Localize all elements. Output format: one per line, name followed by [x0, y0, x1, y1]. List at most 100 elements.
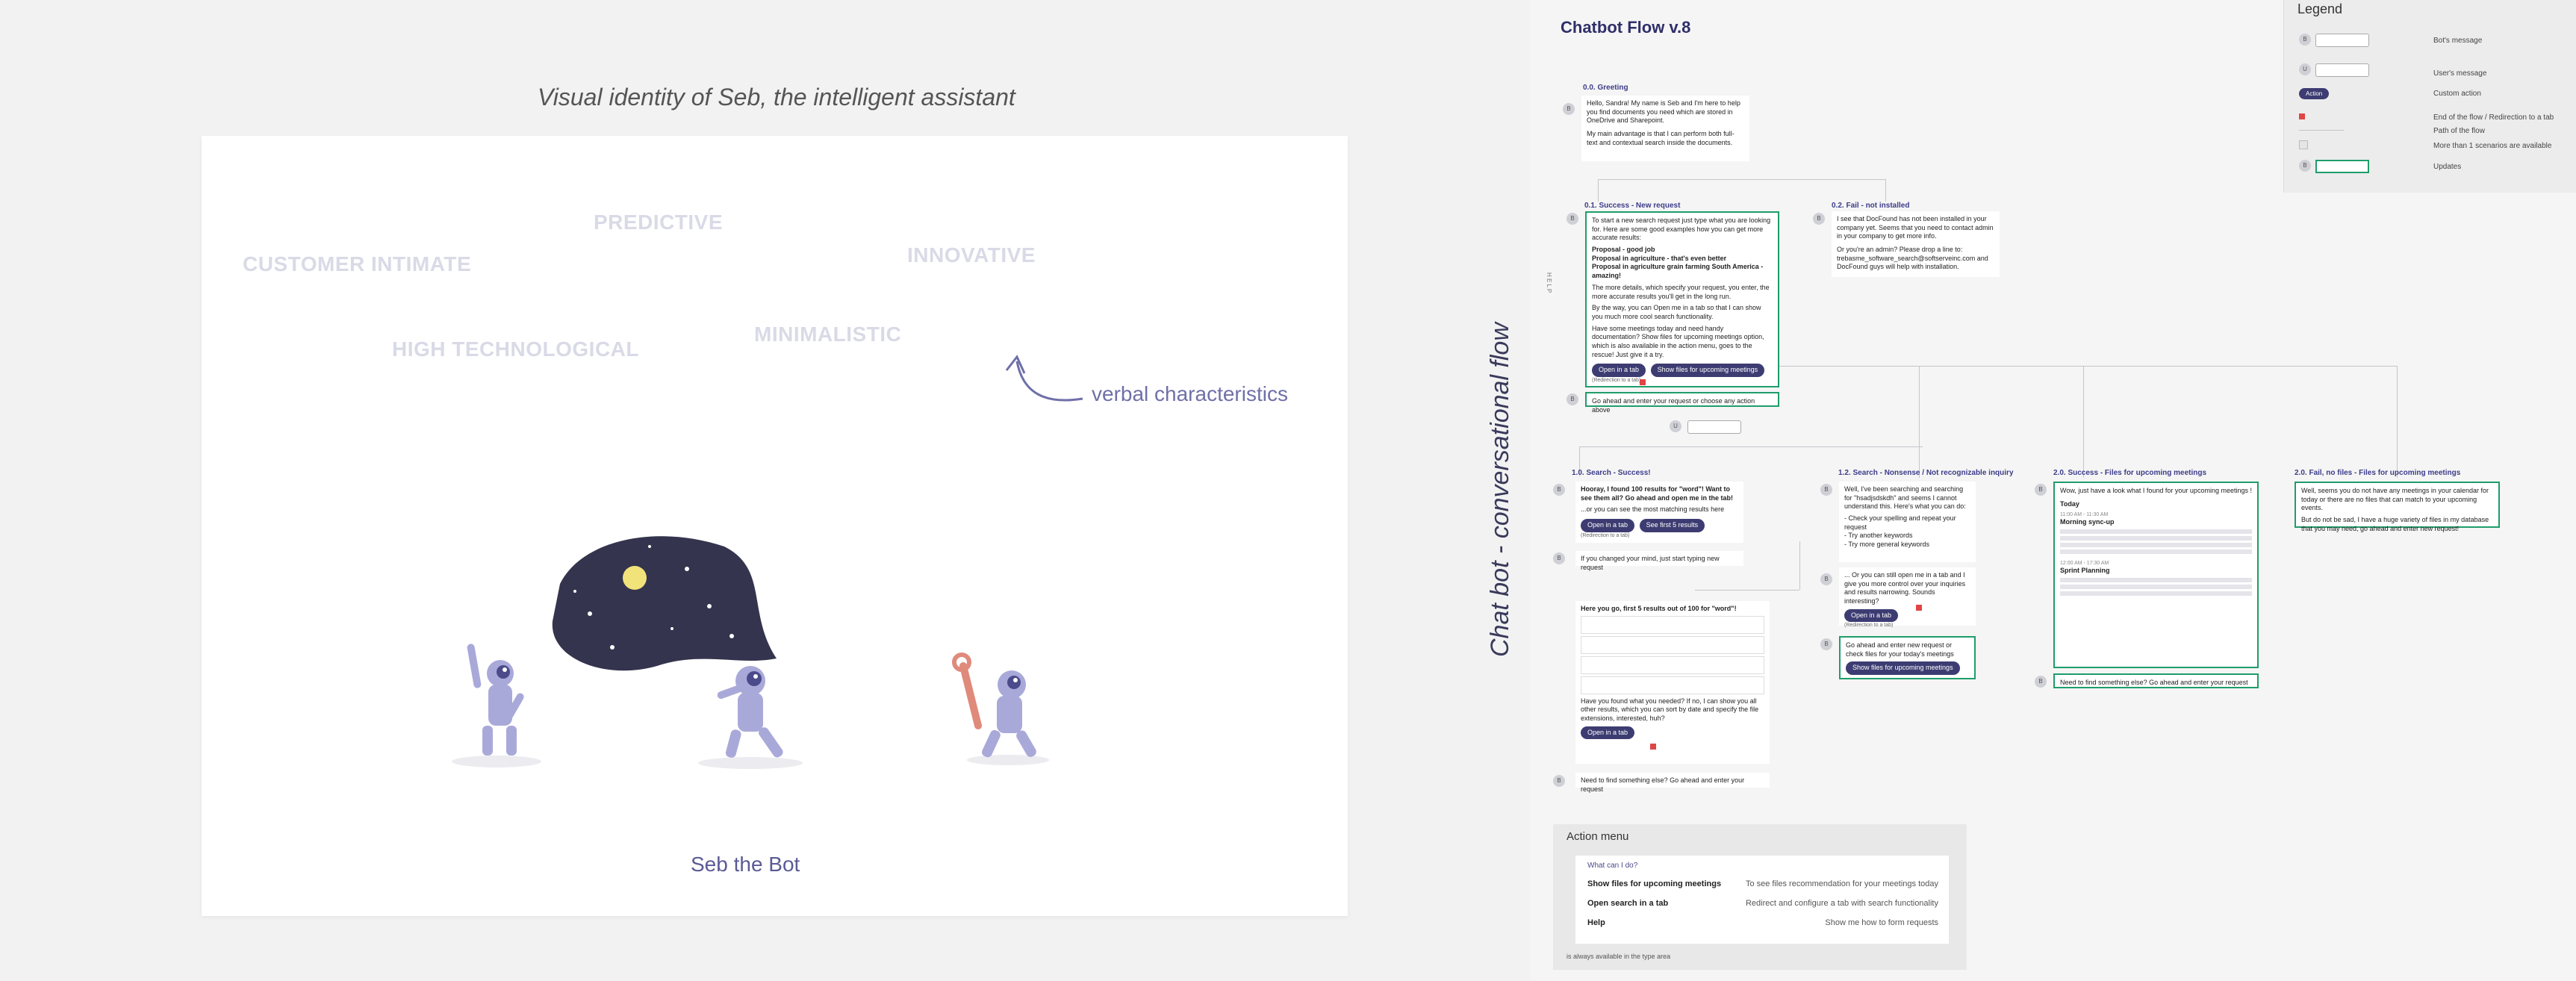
- action-menu-item-desc: To see files recommendation for your mee…: [1745, 879, 1938, 888]
- fail-not-installed-text: I see that DocFound has not been install…: [1837, 215, 1994, 240]
- greeting-label: 0.0. Greeting: [1583, 84, 1628, 92]
- legend-custom-action: Action Custom action: [2299, 88, 2575, 103]
- file-item[interactable]: [2060, 591, 2252, 596]
- user-avatar: U: [2299, 63, 2311, 75]
- user-message-input[interactable]: [1687, 420, 1741, 434]
- result-item[interactable]: [1581, 615, 1764, 634]
- bot-avatar: B: [1563, 103, 1575, 115]
- word-innovative: INNOVATIVE: [907, 243, 1036, 267]
- open-in-tab-button[interactable]: Open in a tab: [1581, 726, 1635, 740]
- open-in-tab-button[interactable]: Open in a tab: [1581, 519, 1635, 532]
- meeting-1-time: 11:00 AM - 11:30 AM: [2060, 512, 2109, 518]
- bot-avatar: B: [1820, 573, 1832, 585]
- result-item[interactable]: [1581, 676, 1764, 694]
- flow-path: [1919, 366, 1920, 478]
- path-sample: [2299, 130, 2344, 131]
- bot-avatar: B: [2299, 160, 2311, 172]
- show-files-button[interactable]: Show files for upcoming meetings: [1846, 661, 1960, 676]
- action-menu-item[interactable]: Open search in a tab Redirect and config…: [1587, 899, 1938, 908]
- search-nonsense-label: 1.2. Search - Nonsense / Not recognizabl…: [1838, 469, 2014, 477]
- action-menu-note: is always available in the type area: [1567, 953, 1671, 960]
- success-new-text-4: Have some meetings today and need handy …: [1592, 324, 1764, 358]
- file-item[interactable]: [2060, 549, 2252, 555]
- bot-avatar: B: [1553, 775, 1565, 787]
- flow-path: [1598, 179, 1885, 180]
- action-menu-panel: Action menu What can I do? Show files fo…: [1553, 824, 1967, 970]
- legend-title: Legend: [2297, 1, 2343, 16]
- fail-not-installed-text-2: Or you're an admin? Please drop a line t…: [1837, 246, 1988, 271]
- end-of-flow-marker: [1640, 379, 1646, 385]
- bot-avatar: B: [1820, 638, 1832, 650]
- results-title: Here you go, first 5 results out of 100 …: [1581, 605, 1737, 612]
- flow-title: Chatbot Flow v.8: [1561, 18, 1691, 37]
- action-menu-item-label: Show files for upcoming meetings: [1587, 879, 1722, 888]
- file-item[interactable]: [2060, 577, 2252, 582]
- bot-avatar: B: [2035, 484, 2047, 496]
- legend-label: Path of the flow: [2433, 127, 2485, 135]
- search-nonsense-message: Well, I've been searching and searching …: [1839, 482, 1976, 562]
- file-item[interactable]: [2060, 529, 2252, 535]
- curved-arrow-icon: [1005, 355, 1083, 402]
- meeting-1-title: Morning sync-up: [2060, 518, 2115, 526]
- bot-avatar: B: [2035, 676, 2047, 688]
- flow-path: [2397, 366, 2398, 478]
- success-new-prompt: Go ahead and enter your request or choos…: [1585, 392, 1779, 414]
- bot-avatar: B: [1820, 484, 1832, 496]
- success-meetings-label: 2.0. Success - Files for upcoming meetin…: [2053, 469, 2207, 477]
- identity-card: PREDICTIVE CUSTOMER INTIMATE INNOVATIVE …: [202, 136, 1348, 916]
- proposal-1: Proposal - good job: [1592, 246, 1655, 254]
- legend-updates: B Updates: [2299, 160, 2575, 175]
- bot-avatar: B: [1813, 213, 1825, 225]
- proposal-3: Proposal in agriculture grain farming So…: [1592, 263, 1764, 280]
- bot-bubble-sample: [2315, 34, 2369, 47]
- result-item[interactable]: [1581, 655, 1764, 674]
- flow-path: [1799, 541, 1800, 590]
- action-pill-sample: Action: [2299, 88, 2330, 99]
- help-label: H E L P: [1546, 272, 1552, 293]
- action-menu-item[interactable]: Help Show me how to form requests: [1587, 918, 1938, 927]
- flow-path: [1579, 446, 1580, 476]
- see-first-results-button[interactable]: See first 5 results: [1639, 519, 1705, 532]
- bot-avatar: B: [1553, 552, 1565, 564]
- redirect-note: (Redirection to a tab): [1592, 378, 1641, 383]
- nonsense-tip-2: - Try another keywords: [1844, 532, 1913, 540]
- legend-end-of-flow: End of the flow / Redirection to a tab: [2299, 112, 2575, 124]
- open-in-tab-button[interactable]: Open in a tab: [1844, 608, 1899, 623]
- success-new-text-2: The more details, which specify your req…: [1592, 283, 1770, 300]
- fail-not-installed-label: 0.2. Fail - not installed: [1832, 202, 1910, 210]
- flow-path: [1579, 446, 1923, 447]
- proposal-2: Proposal in agriculture - that's even be…: [1592, 254, 1727, 262]
- search-success-text-2: ...or you can see the most matching resu…: [1581, 505, 1725, 514]
- end-of-flow-marker: [1650, 744, 1656, 750]
- results-footer: Have you found what you needed? If no, I…: [1581, 697, 1759, 723]
- show-files-button[interactable]: Show files for upcoming meetings: [1650, 364, 1765, 377]
- action-menu-item[interactable]: Show files for upcoming meetings To see …: [1587, 879, 1938, 888]
- success-new-text-3: By the way, you can Open me in a tab so …: [1592, 304, 1761, 320]
- file-item[interactable]: [2060, 584, 2252, 589]
- legend-label: User's message: [2433, 69, 2487, 78]
- search-success-message: Hooray, I found 100 results for "word"! …: [1575, 482, 1743, 543]
- bot-avatar: B: [1553, 484, 1565, 496]
- fail-not-installed-message: I see that DocFound has not been install…: [1832, 211, 2000, 277]
- nonsense-tip-1: - Check your spelling and repeat your re…: [1844, 514, 1956, 531]
- file-item[interactable]: [2060, 536, 2252, 541]
- legend-path: Path of the flow: [2299, 127, 2575, 137]
- legend-label: End of the flow / Redirection to a tab: [2433, 113, 2554, 122]
- result-item[interactable]: [1581, 635, 1764, 654]
- word-minimalistic: MINIMALISTIC: [754, 323, 902, 346]
- meetings-text: Wow, just have a look what I found for y…: [2060, 487, 2252, 494]
- open-in-tab-button[interactable]: Open in a tab: [1592, 364, 1646, 377]
- word-predictive: PREDICTIVE: [594, 211, 724, 234]
- fail-meetings-message: Well, seems you do not have any meetings…: [2295, 482, 2500, 532]
- flow-path: [1777, 366, 2397, 367]
- success-meetings-message: Wow, just have a look what I found for y…: [2053, 482, 2259, 668]
- nonsense-text: Well, I've been searching and searching …: [1844, 485, 1966, 511]
- action-menu-item-desc: Show me how to form requests: [1825, 918, 1938, 927]
- astronauts-illustration: [452, 536, 1049, 769]
- legend-multiple-scenarios: More than 1 scenarios are available: [2299, 140, 2575, 152]
- file-item[interactable]: [2060, 543, 2252, 548]
- greeting-text-2: My main advantage is that I can perform …: [1587, 130, 1735, 146]
- identity-title: Visual identity of Seb, the intelligent …: [538, 84, 1015, 110]
- changed-mind-message: If you changed your mind, just start typ…: [1575, 551, 1743, 571]
- flow-path: [1885, 179, 1886, 202]
